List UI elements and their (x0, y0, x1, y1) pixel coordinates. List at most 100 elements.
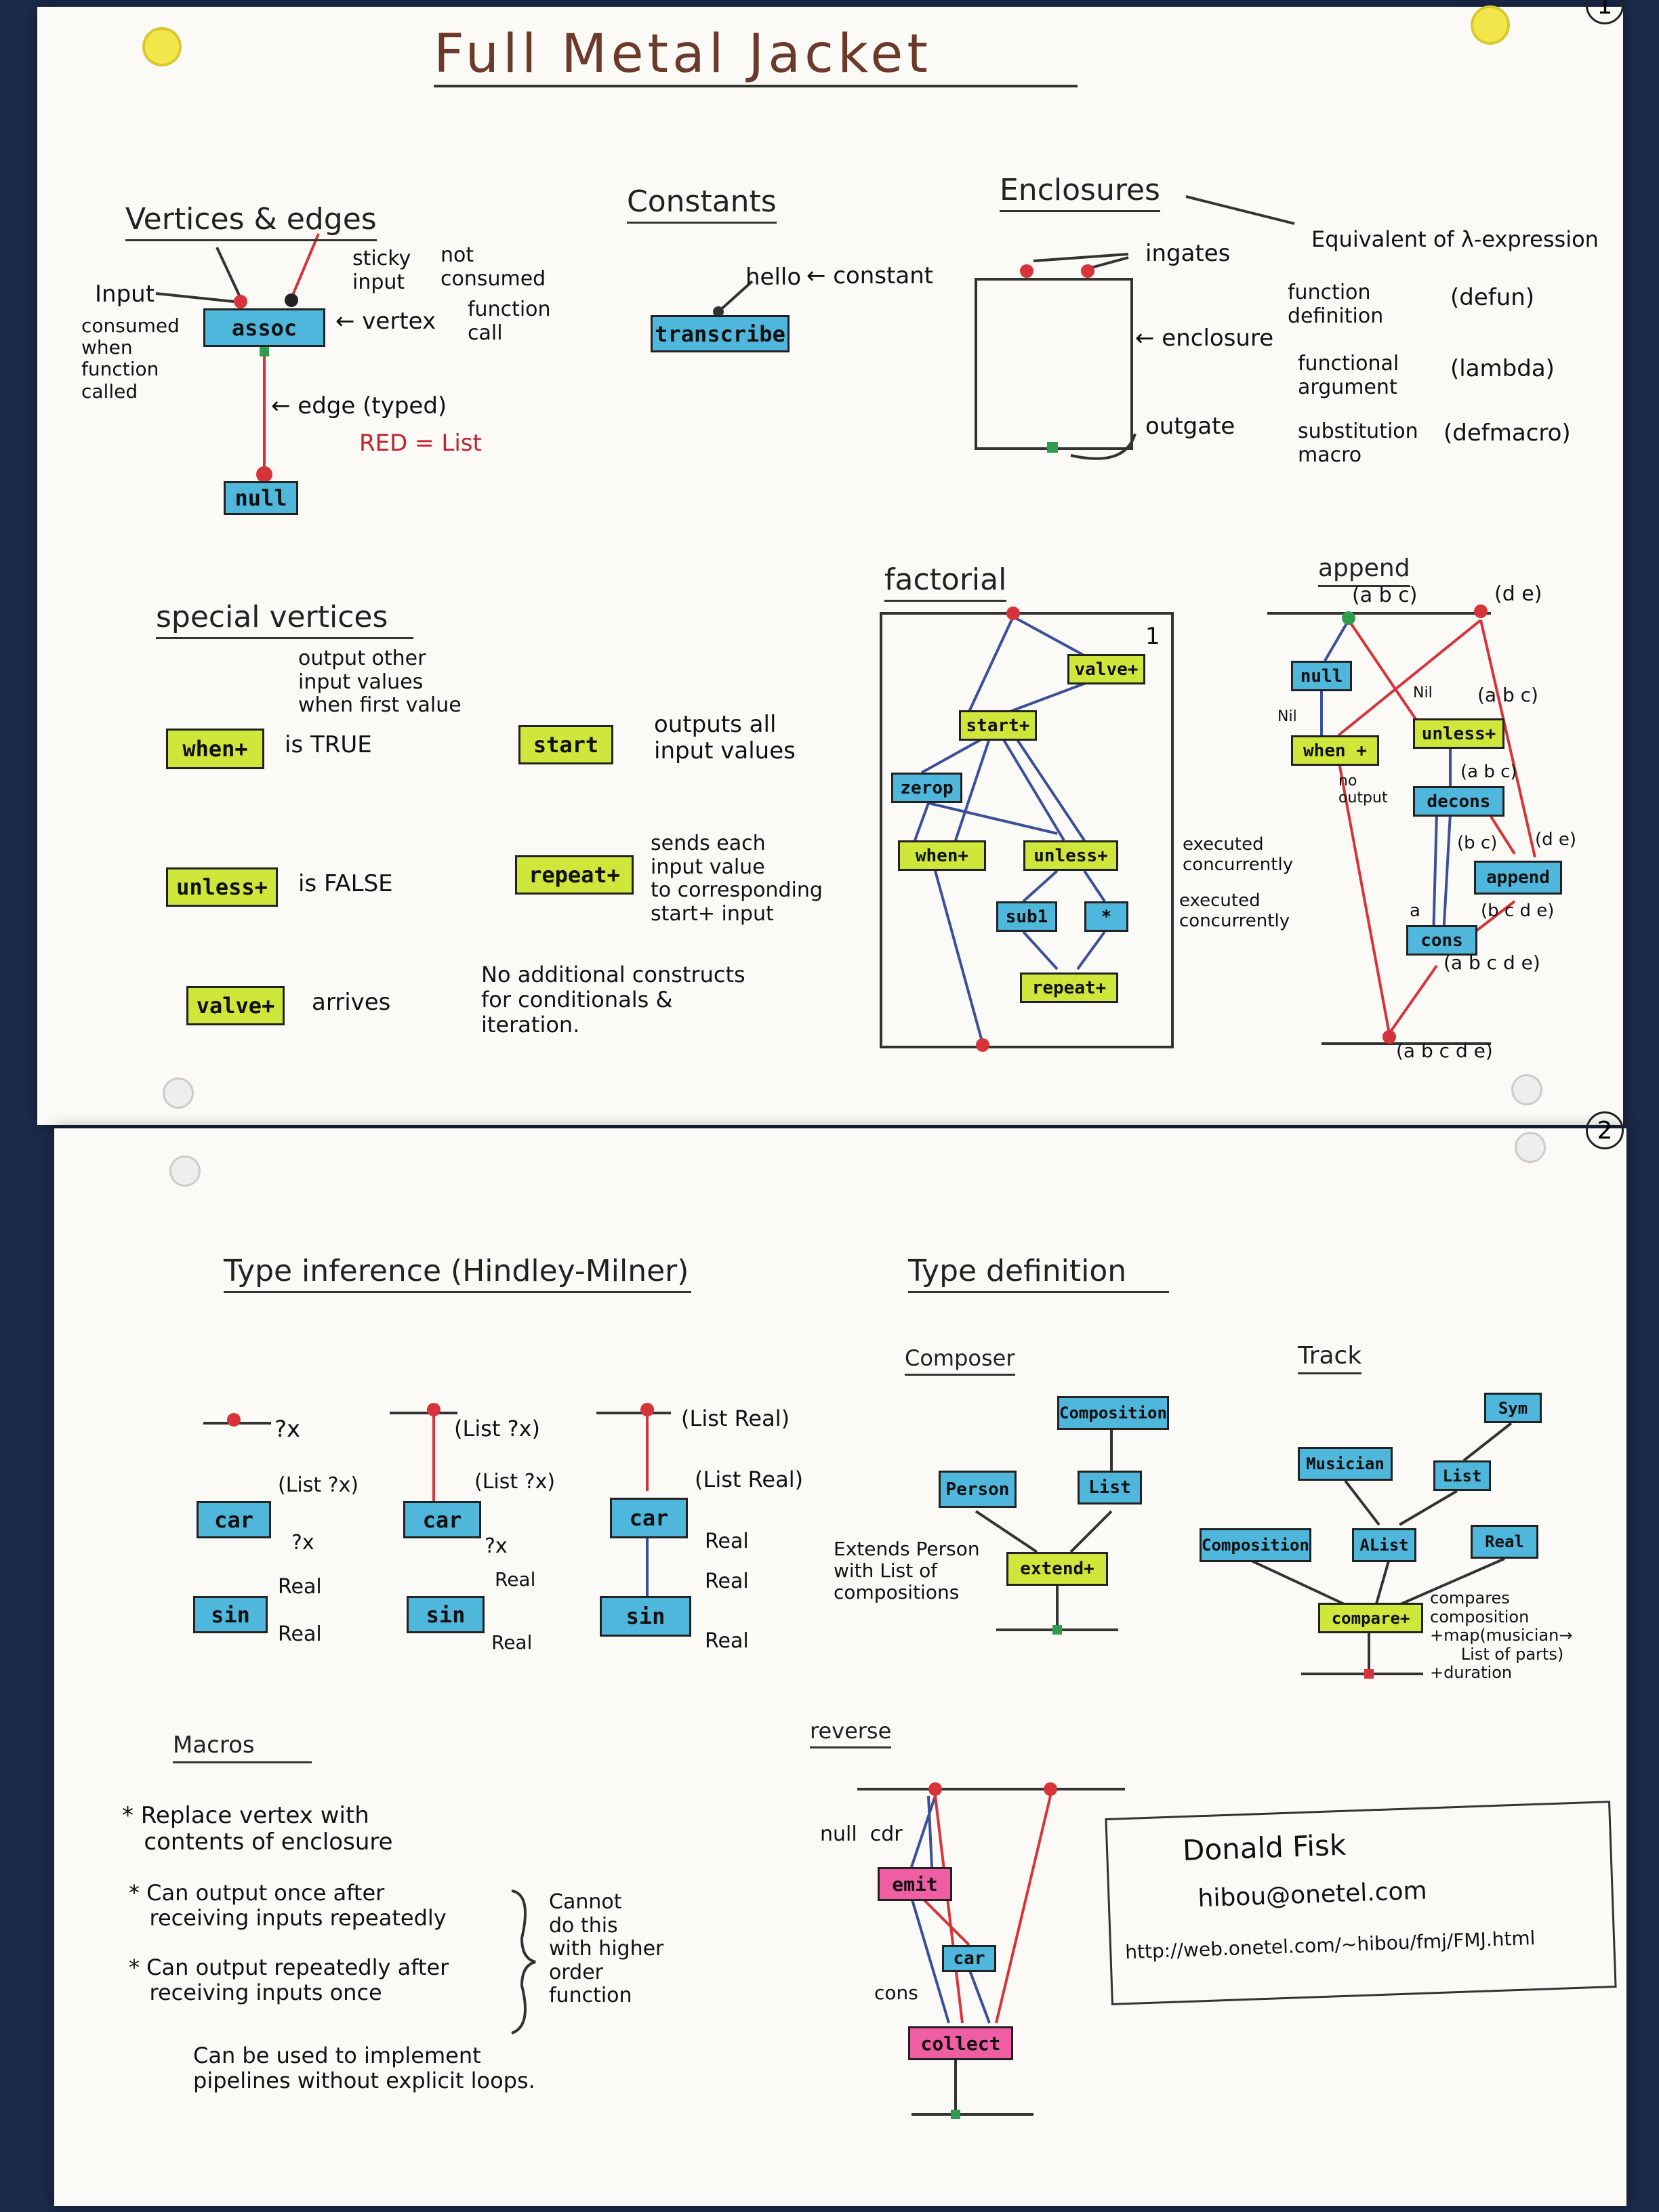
append-a-label: a (1410, 901, 1420, 921)
poster-sheet-2 (54, 1128, 1626, 2206)
cannot-do-this-note: Cannot do this with higher order functio… (549, 1890, 664, 2007)
append-abcde-label-1: (a b c d e) (1443, 951, 1540, 974)
compare-vertex: compare+ (1318, 1603, 1423, 1633)
append-bcde-label: (b c d e) (1481, 901, 1555, 921)
constant-label: ← constant (806, 262, 934, 289)
yellow-pushpin-icon (142, 27, 182, 66)
ti-col3-sin-input: Real (705, 1570, 749, 1593)
white-pushpin-icon (1511, 1074, 1542, 1105)
output-other-label: output other input values when first val… (298, 647, 462, 717)
executed-concurrently-label-2: executed concurrently (1179, 890, 1290, 931)
sticky-input-label: sticky input (352, 247, 411, 294)
append-bc-label: (b c) (1457, 833, 1498, 853)
musician-vertex: Musician (1298, 1447, 1393, 1481)
append-when-vertex: when + (1291, 735, 1379, 766)
no-output-label: no output (1338, 773, 1388, 807)
emit-vertex: emit (878, 1867, 952, 1901)
factorial-heading: factorial (884, 562, 1007, 602)
page-title: Full Metal Jacket (434, 24, 1078, 87)
defun-label: (defun) (1450, 284, 1535, 311)
input-label: Input (95, 281, 155, 308)
substitution-macro-label: substitution macro (1298, 419, 1418, 467)
ti-col3-sin-vertex: sin (600, 1596, 691, 1637)
project-url: http://web.onetel.com/~hibou/fmj/FMJ.htm… (1124, 1927, 1536, 1964)
sends-each-label: sends each input value to corresponding … (651, 832, 823, 926)
arrives-label: arrives (312, 989, 391, 1016)
composition-vertex: Composition (1057, 1396, 1169, 1430)
append-abc-label-3: (a b c) (1460, 762, 1517, 782)
ti-col1-car-vertex: car (197, 1501, 271, 1538)
ti-col2-car-output: ?x (485, 1534, 508, 1558)
unless-vertex: unless+ (166, 867, 278, 907)
cons-label: cons (874, 1982, 918, 2004)
when-vertex: when+ (166, 729, 264, 769)
ti-col3-sin-output: Real (705, 1629, 749, 1653)
collect-vertex: collect (908, 2026, 1013, 2060)
white-pushpin-icon (163, 1078, 194, 1109)
append-abc-input: (a b c) (1352, 583, 1418, 607)
append-heading: append (1318, 554, 1410, 587)
ti-col2-car-vertex: car (403, 1501, 481, 1538)
edge-typed-label: ← edge (typed) (271, 392, 447, 419)
ti-col3-car-output: Real (705, 1530, 749, 1553)
factorial-valve-vertex: valve+ (1067, 654, 1145, 684)
append-recursive-vertex: append (1474, 861, 1562, 895)
ti-col2-top-type: (List ?x) (454, 1416, 540, 1441)
track-list-vertex: List (1433, 1460, 1491, 1491)
ti-col2-sin-output: Real (491, 1631, 533, 1654)
not-consumed-label: not consumed (441, 243, 546, 291)
author-name: Donald Fisk (1182, 1828, 1347, 1868)
function-definition-label: function definition (1288, 281, 1384, 328)
ti-col2-car-input: (List ?x) (474, 1470, 556, 1494)
defmacro-label: (defmacro) (1443, 419, 1571, 447)
lambda-equivalent-label: Equivalent of λ-expression (1311, 226, 1599, 252)
special-vertices-heading: special vertices (156, 600, 413, 639)
executed-concurrently-label-1: executed concurrently (1183, 834, 1294, 875)
is-true-label: is TRUE (285, 731, 372, 758)
track-heading: Track (1298, 1342, 1362, 1374)
append-abcde-label-2: (a b c d e) (1396, 1040, 1493, 1062)
lambda-label: (lambda) (1450, 355, 1555, 382)
ti-col1-top-type: ?x (274, 1416, 301, 1443)
yellow-pushpin-icon (1471, 5, 1510, 45)
transcribe-vertex: transcribe (651, 315, 790, 352)
factorial-when-vertex: when+ (898, 840, 986, 871)
functional-argument-label: functional argument (1298, 352, 1399, 399)
macro-bullet-replace: * Replace vertex with contents of enclos… (122, 1802, 393, 1856)
append-nil-label-2: Nil (1413, 684, 1433, 701)
is-false-label: is FALSE (298, 870, 393, 897)
no-additional-constructs-label: No additional constructs for conditional… (481, 962, 745, 1038)
factorial-constant-one: 1 (1145, 623, 1160, 650)
real-vertex: Real (1471, 1525, 1538, 1559)
ti-col1-car-input: (List ?x) (278, 1473, 359, 1497)
sub1-vertex: sub1 (996, 901, 1057, 932)
consumed-label: consumed when function called (81, 314, 180, 403)
sym-vertex: Sym (1484, 1393, 1542, 1423)
repeat-vertex: repeat+ (515, 855, 634, 895)
function-call-label: function call (468, 298, 551, 345)
vertex-label: ← vertex (335, 308, 436, 335)
append-de-label-2: (d e) (1535, 830, 1577, 850)
ti-col3-car-input: (List Real) (695, 1467, 804, 1492)
start-vertex: start (518, 725, 613, 764)
white-pushpin-icon (1515, 1132, 1546, 1163)
append-null-vertex: null (1291, 661, 1352, 691)
outgate-label: outgate (1145, 413, 1235, 440)
ingates-label: ingates (1145, 240, 1231, 267)
cons-vertex: cons (1406, 925, 1477, 956)
zerop-vertex: zerop (891, 773, 962, 803)
reverse-heading: reverse (810, 1718, 892, 1748)
ti-col1-sin-vertex: sin (193, 1596, 268, 1633)
append-abc-label-2: (a b c) (1477, 684, 1538, 706)
ti-col2-sin-vertex: sin (407, 1596, 485, 1633)
outputs-all-label: outputs all input values (654, 711, 796, 765)
type-inference-heading: Type inference (Hindley-Milner) (224, 1254, 691, 1293)
ti-col3-car-vertex: car (610, 1498, 688, 1538)
ti-col3-top-type: (List Real) (681, 1406, 790, 1431)
append-unless-vertex: unless+ (1413, 718, 1504, 749)
person-vertex: Person (939, 1471, 1017, 1508)
reverse-car-vertex: car (942, 1945, 996, 1972)
factorial-unless-vertex: unless+ (1023, 840, 1118, 871)
ti-col1-sin-output: Real (278, 1622, 322, 1646)
decons-vertex: decons (1413, 786, 1504, 817)
